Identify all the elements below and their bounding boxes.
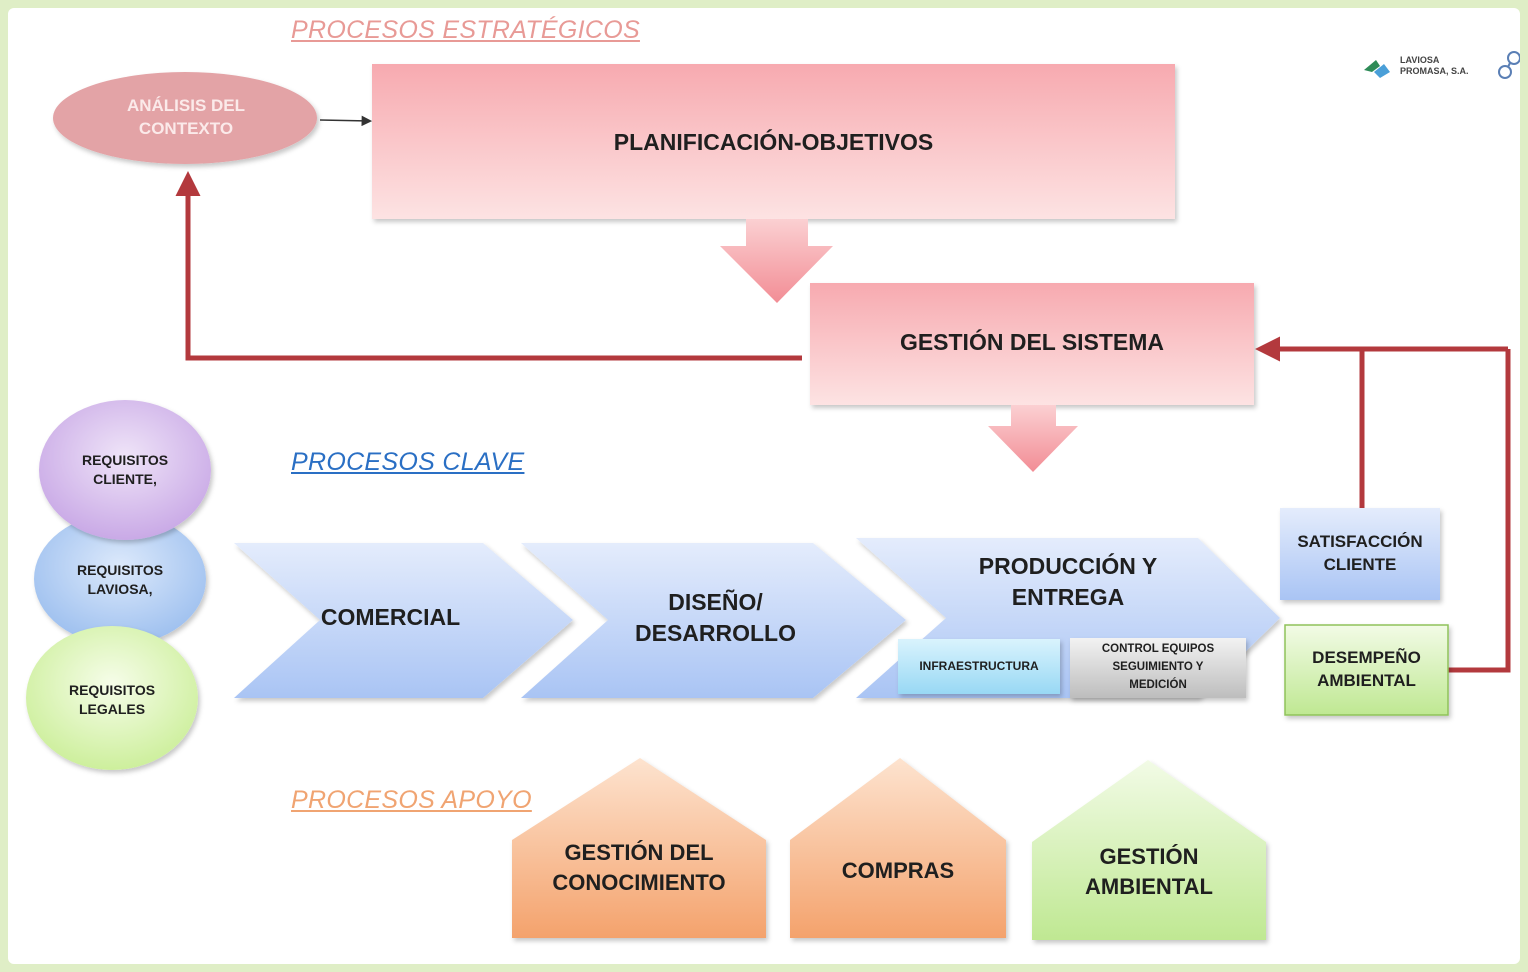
- planning-down-arrow: [720, 219, 833, 303]
- design-chevron: [521, 543, 906, 698]
- planning-box: [372, 64, 1175, 219]
- production-label: PRODUCCIÓN Y ENTREGA: [948, 542, 1188, 622]
- purchases-house: [790, 758, 1006, 938]
- production-line-2: ENTREGA: [1011, 584, 1125, 610]
- env-mgmt-line-1: GESTIÓN: [1099, 844, 1199, 870]
- system-management-box: [810, 283, 1254, 405]
- key-processes-title: PROCESOS CLAVE: [291, 448, 525, 476]
- requirements-laviosa-label: REQUISITOS LAVIOSA,: [60, 550, 180, 610]
- company-logo: LAVIOSA PROMASA, S.A.: [1360, 50, 1520, 90]
- context-line-2: CONTEXTO: [138, 119, 234, 138]
- design-label: DISEÑO/ DESARROLLO: [608, 578, 823, 658]
- control-line-1: CONTROL EQUIPOS: [1101, 643, 1215, 656]
- design-line-2: DESARROLLO: [635, 620, 796, 646]
- req-client-line-2: CLIENTE,: [93, 471, 157, 487]
- environmental-performance-label: DESEMPEÑO AMBIENTAL: [1285, 625, 1448, 715]
- context-analysis-ellipse: [53, 72, 317, 164]
- env-mgmt-line-2: AMBIENTAL: [1085, 874, 1213, 899]
- req-legal-line-1: REQUISITOS: [68, 682, 156, 699]
- logo-line-2: PROMASA, S.A.: [1400, 66, 1469, 76]
- requirements-legal-label: REQUISITOS LEGALES: [52, 670, 172, 730]
- requirements-laviosa-circle: [34, 513, 206, 645]
- knowledge-management-house: [512, 758, 766, 938]
- control-equipment-label: CONTROL EQUIPOS SEGUIMIENTO Y MEDICIÓN: [1070, 638, 1246, 698]
- client-satisfaction-box: [1280, 508, 1440, 600]
- requirements-client-circle: [39, 400, 211, 540]
- commercial-chevron: [234, 543, 573, 698]
- commercial-label: COMERCIAL: [320, 604, 461, 631]
- control-line-2: SEGUIMIENTO Y: [1112, 661, 1204, 674]
- req-laviosa-line-1: REQUISITOS: [76, 562, 164, 579]
- control-line-3: MEDICIÓN: [1129, 678, 1187, 691]
- planning-label: PLANIFICACIÓN-OBJETIVOS: [613, 129, 934, 156]
- knowledge-line-1: GESTIÓN DEL: [564, 840, 714, 866]
- environmental-performance-box: [1284, 624, 1449, 716]
- requirements-client-label: REQUISITOS CLIENTE,: [65, 440, 185, 500]
- support-processes-title: PROCESOS APOYO: [291, 786, 532, 814]
- infrastructure-label: INFRAESTRUCTURA: [919, 659, 1039, 674]
- feedback-line-environmental: [1448, 349, 1511, 673]
- environmental-management-label: GESTIÓN AMBIENTAL: [1032, 832, 1266, 912]
- context-to-planning-arrow: [319, 115, 373, 127]
- process-map-canvas: PROCESOS ESTRATÉGICOS PROCESOS CLAVE PRO…: [8, 8, 1520, 964]
- context-line-1: ANÁLISIS DEL: [126, 96, 246, 116]
- logo-line-1: LAVIOSA: [1400, 55, 1440, 65]
- strategic-processes-title: PROCESOS ESTRATÉGICOS: [291, 16, 640, 44]
- env-perf-line-2: AMBIENTAL: [1317, 671, 1416, 690]
- req-legal-line-2: LEGALES: [78, 701, 146, 717]
- requirements-legal-circle: [26, 626, 198, 770]
- env-perf-line-1: DESEMPEÑO: [1312, 648, 1421, 668]
- infrastructure-box: [898, 639, 1060, 694]
- system-down-arrow: [988, 405, 1078, 472]
- production-line-1: PRODUCCIÓN Y: [978, 552, 1158, 579]
- satisfaction-line-2: CLIENTE: [1323, 555, 1397, 574]
- design-line-1: DISEÑO/: [668, 588, 763, 615]
- context-analysis-label: ANÁLISIS DEL CONTEXTO: [68, 86, 304, 150]
- logo-mark-icon: [1364, 60, 1390, 78]
- feedback-arrow-to-context: [175, 171, 802, 361]
- diagram-shapes: [26, 64, 1511, 940]
- req-laviosa-line-2: LAVIOSA,: [87, 581, 153, 597]
- environmental-management-house: [1032, 760, 1266, 940]
- satisfaction-line-1: SATISFACCIÓN: [1297, 532, 1423, 552]
- knowledge-management-label: GESTIÓN DEL CONOCIMIENTO: [512, 828, 766, 908]
- client-satisfaction-label: SATISFACCIÓN CLIENTE: [1280, 508, 1440, 600]
- molecule-icon: [1498, 51, 1520, 79]
- system-management-label: GESTIÓN DEL SISTEMA: [899, 329, 1165, 356]
- purchases-label: COMPRAS: [841, 858, 955, 884]
- req-client-line-1: REQUISITOS: [81, 452, 169, 469]
- knowledge-line-2: CONOCIMIENTO: [552, 870, 726, 895]
- control-equipment-box: [1070, 638, 1246, 698]
